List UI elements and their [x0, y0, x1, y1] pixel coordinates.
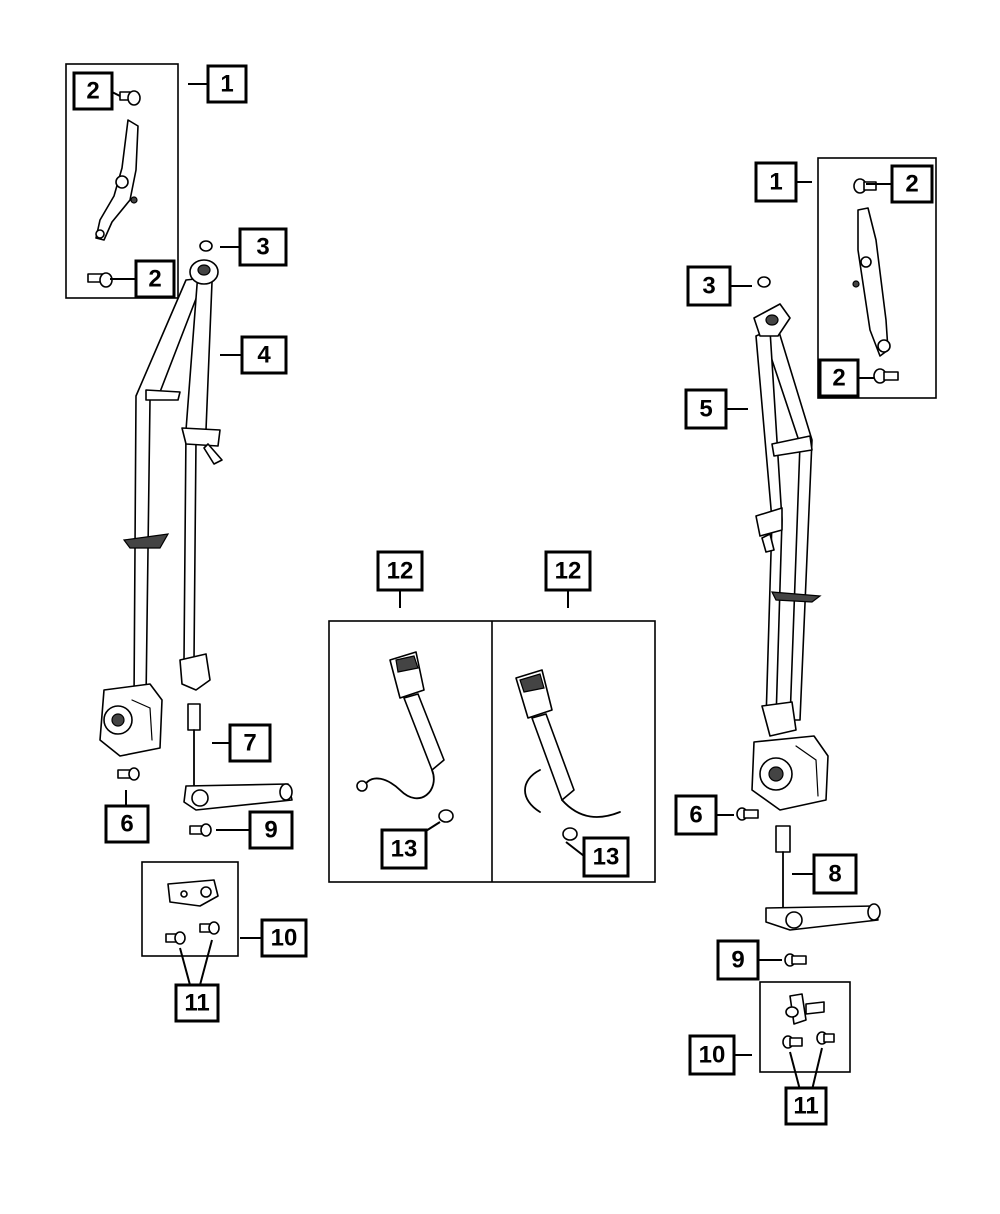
callout-9-left: 9	[248, 810, 294, 850]
callout-6-left: 6	[104, 804, 150, 844]
callout-3-right-label: 3	[702, 273, 715, 300]
bolt-lower-left	[87, 272, 113, 288]
callout-2-lower-left: 2	[134, 259, 176, 299]
callout-1-right-label: 1	[769, 169, 782, 196]
callout-11-right: 11	[784, 1086, 828, 1126]
callout-3-right: 3	[686, 265, 732, 307]
callout-10-right: 10	[688, 1034, 736, 1076]
anchor-pretensioner-left	[183, 703, 293, 811]
callout-12-left: 12	[376, 550, 424, 592]
nut-left	[199, 240, 213, 252]
callout-10-left: 10	[260, 918, 308, 958]
callout-1-right: 1	[754, 161, 798, 203]
callout-2-upper-right-label: 2	[905, 171, 918, 198]
nut-right	[757, 276, 771, 288]
callout-11-right-label: 11	[793, 1093, 818, 1120]
callout-6-right-label: 6	[689, 802, 702, 829]
bolt-9-right	[784, 953, 807, 967]
callout-2-upper-left-label: 2	[86, 78, 99, 105]
nut-13-left	[438, 809, 454, 823]
callout-11-left-label: 11	[184, 990, 209, 1017]
callout-11-left: 11	[174, 983, 220, 1023]
guide-kit-frame-left	[65, 63, 179, 299]
callout-2-lower-left-label: 2	[148, 266, 161, 293]
callout-9-right: 9	[716, 939, 760, 981]
callout-13-right-label: 13	[593, 844, 620, 871]
callout-12-right: 12	[544, 550, 592, 592]
anchor-bracket-left	[167, 879, 219, 907]
callout-2-upper-right: 2	[890, 164, 934, 204]
bolt-6-right	[736, 807, 759, 821]
anchor-bracket-right	[785, 993, 825, 1025]
bolt-upper-right	[853, 178, 877, 194]
callout-10-left-label: 10	[271, 925, 298, 952]
height-adjuster-right	[852, 207, 891, 357]
bolts-11-left	[165, 921, 220, 945]
callout-13-left: 13	[380, 828, 428, 870]
callout-1-left: 1	[206, 64, 248, 104]
callout-8-label: 8	[828, 861, 841, 888]
callout-6-right: 6	[674, 794, 718, 836]
guide-kit-frame-right	[817, 157, 937, 399]
seat-belt-assembly-left	[99, 259, 223, 757]
callout-3-left: 3	[238, 227, 288, 267]
callout-7: 7	[228, 723, 272, 763]
buckle-right	[515, 669, 621, 841]
height-adjuster-left	[95, 119, 139, 241]
callout-4: 4	[240, 335, 288, 375]
callout-6-left-label: 6	[120, 811, 133, 838]
callout-13-left-label: 13	[391, 836, 418, 863]
anchor-kit-frame-right	[759, 981, 851, 1073]
callout-10-right-label: 10	[699, 1042, 726, 1069]
callout-12-left-label: 12	[387, 558, 414, 585]
anchor-pretensioner-right	[765, 825, 881, 931]
callout-2-upper-left: 2	[72, 71, 114, 111]
buckle-left	[356, 651, 454, 823]
callout-9-right-label: 9	[731, 947, 744, 974]
seat-belt-assembly-right	[751, 303, 829, 811]
callout-4-label: 4	[257, 342, 271, 369]
bolt-lower-right	[873, 368, 899, 384]
callout-2-lower-right: 2	[818, 358, 860, 398]
callout-9-left-label: 9	[264, 817, 277, 844]
bolt-upper-left	[119, 90, 141, 106]
callout-12-right-label: 12	[555, 558, 582, 585]
nut-13-right	[562, 827, 578, 841]
callout-8: 8	[812, 853, 858, 895]
callout-3-left-label: 3	[256, 234, 269, 261]
anchor-kit-frame-left	[141, 861, 239, 957]
callout-5-label: 5	[699, 396, 712, 423]
callout-13-right: 13	[582, 836, 630, 878]
callout-2-lower-right-label: 2	[832, 365, 845, 392]
bolt-6-left	[117, 767, 140, 781]
bolts-11-right	[782, 1031, 835, 1049]
callout-1-left-label: 1	[220, 71, 233, 98]
callout-7-label: 7	[243, 730, 256, 757]
bolt-9-left	[189, 823, 212, 837]
callout-5: 5	[684, 388, 728, 430]
